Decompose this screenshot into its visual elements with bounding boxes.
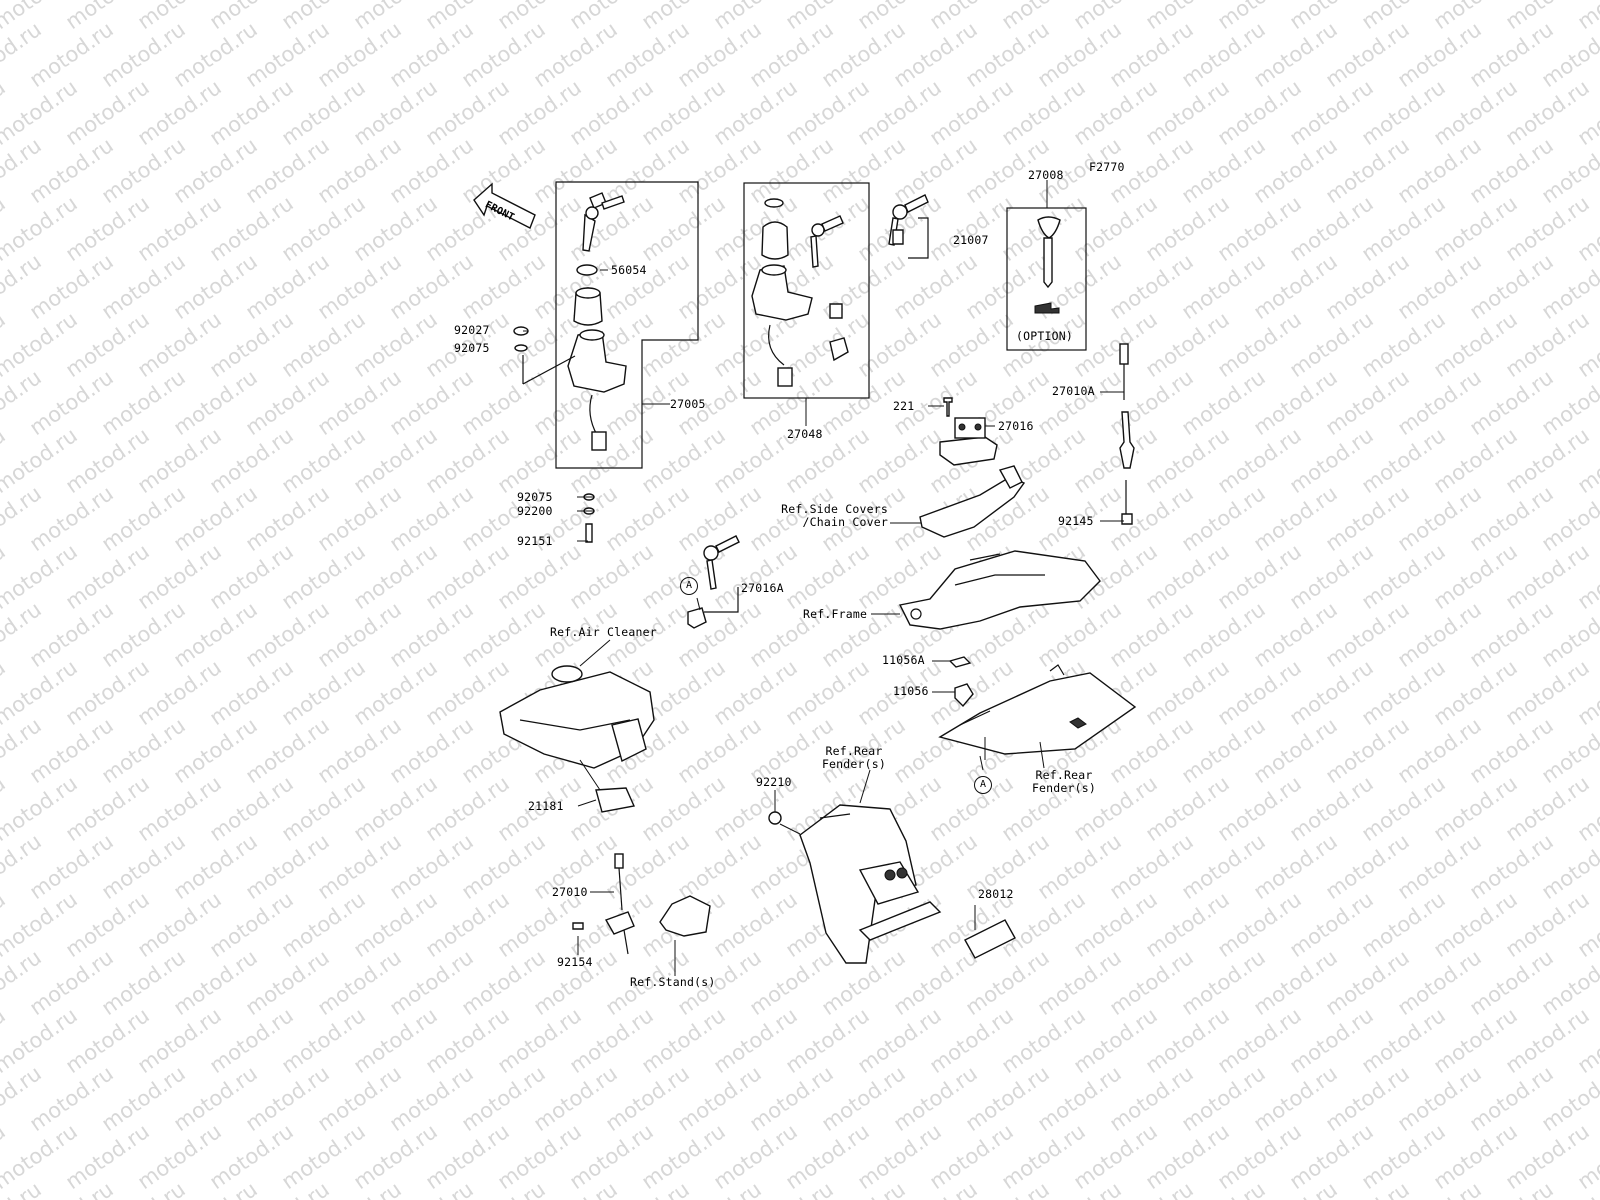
callout-27010A: 27010A [1052, 384, 1095, 398]
ref-a-circle-1: A [680, 577, 698, 595]
callout-27048: 27048 [787, 427, 823, 441]
callout-rear-fender-2: Ref.Rear Fender(s) [1031, 768, 1097, 795]
callout-27005: 27005 [670, 397, 706, 411]
callout-21181: 21181 [528, 799, 564, 813]
callout-11056A: 11056A [882, 653, 925, 667]
callout-92027: 92027 [454, 323, 490, 337]
callout-27008: 27008 [1028, 168, 1064, 182]
callout-27016: 27016 [998, 419, 1034, 433]
callout-11056: 11056 [893, 684, 929, 698]
callout-21007: 21007 [953, 233, 989, 247]
callout-28012: 28012 [978, 887, 1014, 901]
callout-92154: 92154 [557, 955, 593, 969]
callout-air-cleaner: Ref.Air Cleaner [550, 625, 657, 639]
ref-a-circle-2: A [974, 776, 992, 794]
callout-27010: 27010 [552, 885, 588, 899]
option-label: (OPTION) [1016, 329, 1073, 343]
callout-221: 221 [893, 399, 915, 413]
callout-stand: Ref.Stand(s) [630, 975, 716, 989]
callout-frame: Ref.Frame [803, 607, 868, 621]
callout-56054: 56054 [611, 263, 647, 277]
callout-rear-fender-1: Ref.Rear Fender(s) [821, 744, 887, 771]
callout-92075-bottom: 92075 [517, 490, 553, 504]
callout-92151: 92151 [517, 534, 553, 548]
callout-92200: 92200 [517, 504, 553, 518]
callout-92075-top: 92075 [454, 341, 490, 355]
callout-side-covers: Ref.Side Covers /Chain Cover [781, 502, 888, 529]
diagram-code: F2770 [1089, 160, 1125, 174]
callout-92145: 92145 [1058, 514, 1094, 528]
callout-92210: 92210 [756, 775, 792, 789]
callout-27016A: 27016A [741, 581, 784, 595]
